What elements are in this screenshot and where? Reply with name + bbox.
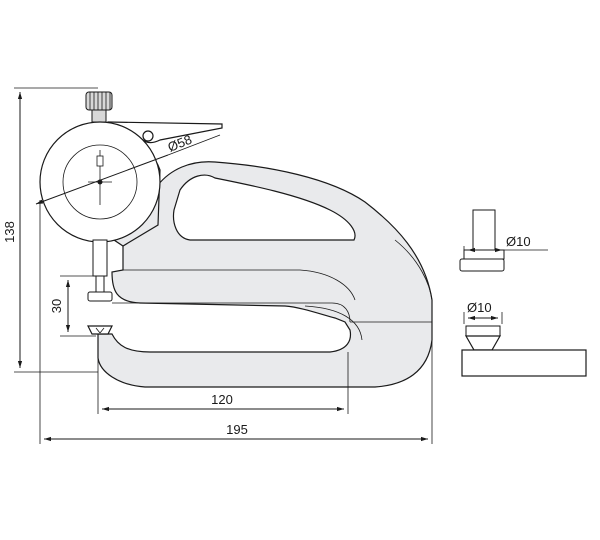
dimension-throat: 30	[49, 275, 96, 337]
throat-label: 30	[49, 299, 64, 313]
dial-indicator	[39, 91, 223, 277]
overall-length-label: 195	[226, 422, 248, 437]
lower-anvil	[87, 325, 113, 335]
height-label: 138	[2, 221, 17, 243]
dimension-height: 138	[2, 87, 98, 373]
reach-label: 120	[211, 392, 233, 407]
upper-contact-label: Ø10	[506, 234, 531, 249]
lower-contact-detail: Ø10	[461, 300, 587, 377]
upper-contact-detail: Ø10	[459, 209, 548, 272]
upper-anvil	[87, 275, 113, 302]
dimension-overall: 195	[39, 200, 433, 444]
dimension-reach: 120	[97, 340, 349, 414]
lower-contact-label: Ø10	[467, 300, 492, 315]
